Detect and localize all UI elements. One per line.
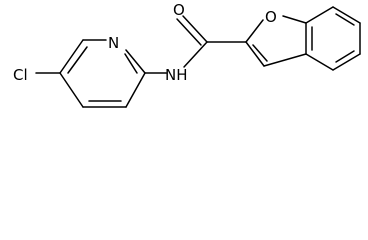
benzene-ring [305, 6, 361, 71]
furan-oxygen-label: O [265, 8, 277, 26]
chemical-structure: O O N NH Cl [13, 1, 361, 108]
carbonyl-group [176, 15, 247, 46]
carbonyl-oxygen-label: O [173, 1, 185, 19]
pyridine-nitrogen-label: N [108, 34, 119, 52]
amide-bonds [144, 41, 208, 74]
furan-ring [245, 15, 307, 67]
chlorine-label: Cl [13, 66, 28, 84]
amide-nh-label: NH [165, 66, 188, 84]
pyridine-ring [59, 39, 146, 108]
